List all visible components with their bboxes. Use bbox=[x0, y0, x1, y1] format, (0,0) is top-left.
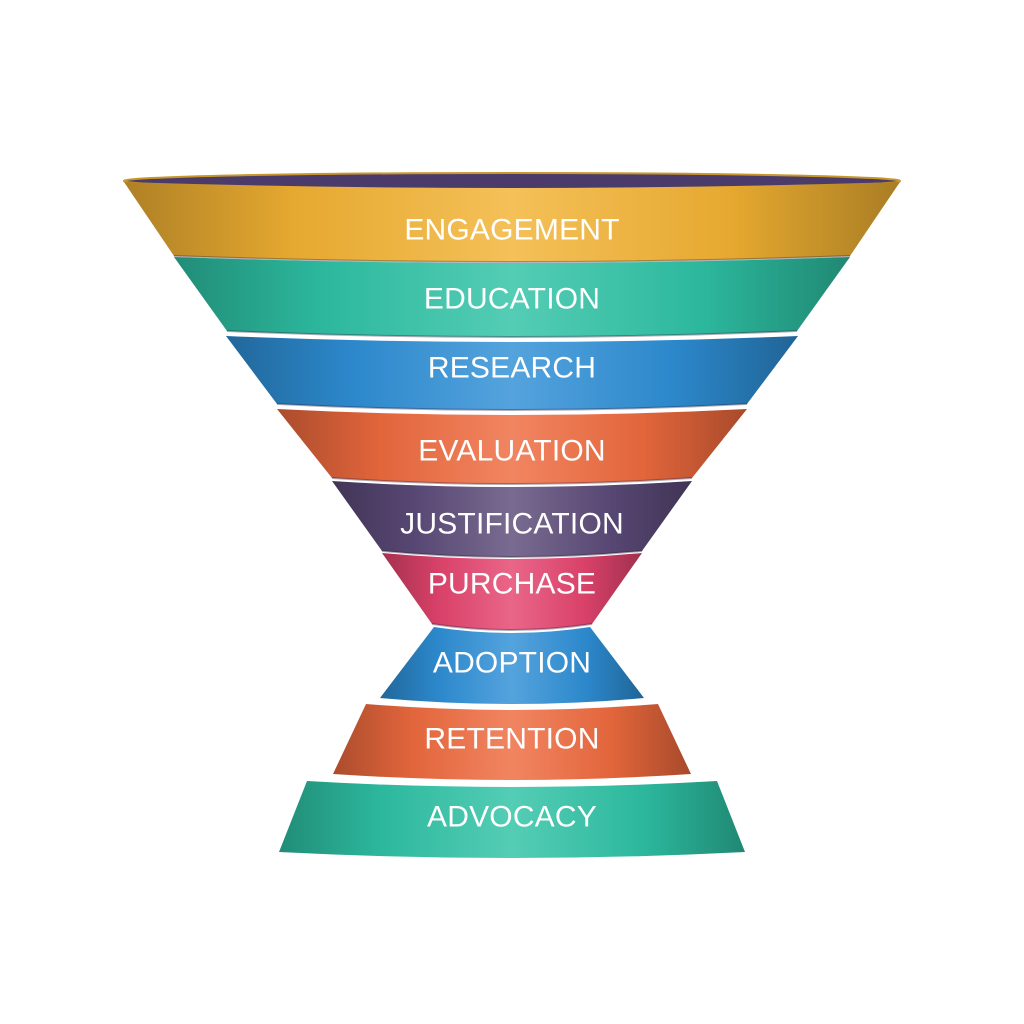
stage-label-purchase: PURCHASE bbox=[428, 568, 596, 601]
stage-band-purchase bbox=[382, 553, 642, 630]
stage-band-engagement bbox=[124, 182, 900, 262]
stage-label-retention: RETENTION bbox=[424, 723, 599, 756]
stage-separator-education bbox=[226, 330, 798, 338]
stage-separator-evaluation bbox=[331, 477, 693, 485]
stage-label-advocacy: ADVOCACY bbox=[427, 801, 597, 834]
stage-band-justification bbox=[332, 481, 692, 557]
stage-separator-research bbox=[276, 403, 748, 411]
stage-label-education: EDUCATION bbox=[424, 283, 600, 316]
stage-band-research bbox=[226, 336, 798, 410]
stage-band-education bbox=[174, 257, 850, 337]
stage-label-adoption: ADOPTION bbox=[433, 647, 591, 680]
stage-band-retention bbox=[333, 704, 691, 780]
stage-label-research: RESEARCH bbox=[428, 352, 596, 385]
stage-separator-justification bbox=[381, 550, 643, 558]
stage-band-adoption bbox=[380, 627, 644, 704]
stage-separator-purchase bbox=[431, 623, 593, 631]
stage-separator-engagement bbox=[173, 255, 851, 263]
stage-label-evaluation: EVALUATION bbox=[418, 435, 606, 468]
stage-band-advocacy bbox=[279, 781, 745, 858]
stage-band-evaluation bbox=[277, 409, 747, 484]
stage-label-justification: JUSTIFICATION bbox=[400, 508, 624, 541]
stage-label-engagement: ENGAGEMENT bbox=[404, 214, 619, 247]
